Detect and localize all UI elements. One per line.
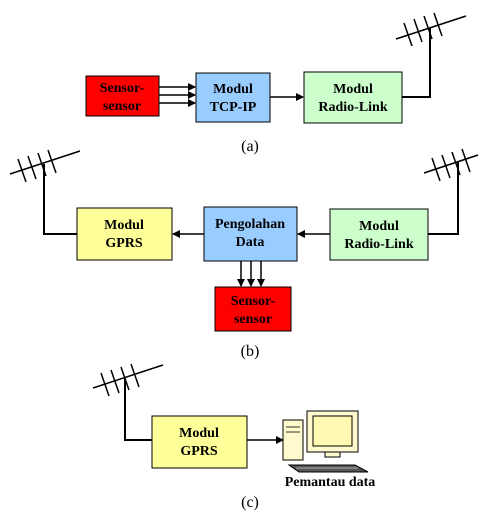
caption-a: (a) [241, 138, 259, 155]
radio-label-a-2: Radio-Link [318, 100, 387, 115]
radio-label-b-1: Modul [359, 219, 399, 234]
sensor-box-a: Sensor- sensor [85, 75, 160, 117]
pengolahan-label-1: Pengolahan [215, 217, 285, 232]
panel-b: Modul GPRS Pengolahan Data Modul Radio-L… [9, 148, 479, 360]
antenna-icon [92, 363, 164, 397]
pengolahan-label-2: Data [236, 235, 265, 250]
gprs-label-b-2: GPRS [105, 236, 143, 251]
radio-label-a-1: Modul [333, 82, 373, 97]
sensor-label-b-2: sensor [234, 312, 272, 327]
antenna-wire-b-right [428, 162, 459, 235]
monitor-label: Pemantau data [285, 475, 376, 490]
antenna-wire-a [402, 28, 431, 98]
panel-a: Sensor- sensor Modul TCP-IP Modul Radio-… [85, 12, 467, 155]
gprs-label-c-1: Modul [179, 426, 219, 441]
tcpip-box: Modul TCP-IP [195, 72, 271, 123]
antenna-icon [423, 148, 479, 182]
sensor-to-tcpip-arrows [159, 83, 196, 107]
pengolahan-to-sensor-arrows [237, 261, 265, 287]
caption-c: (c) [241, 494, 259, 511]
caption-b: (b) [241, 343, 260, 360]
gprs-box-c: Modul GPRS [151, 415, 248, 469]
sensor-label-a-1: Sensor- [100, 81, 145, 96]
antenna-icon [395, 12, 467, 47]
tcpip-label-1: Modul [213, 82, 253, 97]
gprs-label-b-1: Modul [104, 218, 144, 233]
antenna-wire-b-left [43, 164, 77, 235]
panel-c: Modul GPRS Pemantau data (c) [92, 363, 376, 511]
pengolahan-box: Pengolahan Data [203, 206, 298, 262]
radio-label-b-2: Radio-Link [344, 237, 413, 252]
radio-box-a: Modul Radio-Link [303, 71, 403, 124]
sensor-label-a-2: sensor [103, 99, 141, 114]
sensor-box-b: Sensor- sensor [214, 286, 292, 332]
tcpip-label-2: TCP-IP [210, 100, 257, 115]
radio-box-b: Modul Radio-Link [329, 208, 429, 261]
gprs-label-c-2: GPRS [180, 444, 218, 459]
gprs-box-b: Modul GPRS [76, 207, 173, 261]
sensor-label-b-1: Sensor- [231, 294, 276, 309]
computer-icon [282, 410, 369, 473]
antenna-wire-c [124, 378, 152, 441]
